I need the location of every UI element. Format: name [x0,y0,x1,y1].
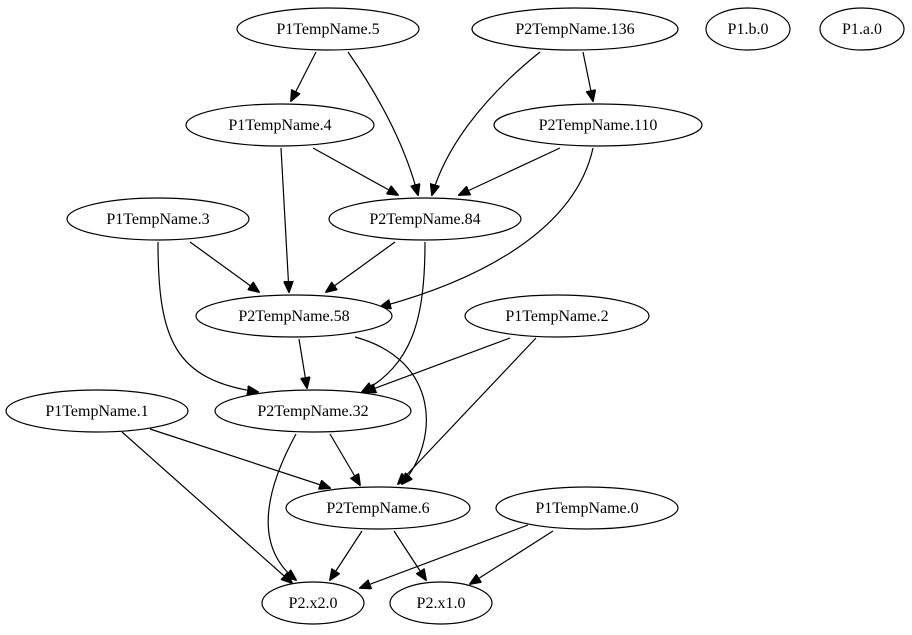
edge-p2-84-to-p2-32 [362,241,426,392]
edge-p2-32-to-p2-6 [329,433,360,485]
edge-p2-84-to-p2-58 [326,241,396,292]
node-label: P1.b.0 [728,21,769,38]
edge-p1-5-to-p1-4 [291,51,317,101]
graph-node: P2.x1.0 [389,581,493,625]
edge-p2-6-to-x2 [330,530,363,580]
node-label: P1TempName.1 [45,403,148,420]
edge-p1-5-to-p2-84 [347,51,418,195]
graph-node: P1.b.0 [705,7,791,51]
edge-p2-110-to-p2-84 [459,147,561,195]
edge-p2-58-to-p2-32 [298,338,307,388]
graph-node: P2TempName.6 [285,486,471,530]
edges-layer [121,51,594,588]
graph-node: P1.a.0 [819,7,905,51]
node-ellipse [389,581,493,625]
node-ellipse [66,197,250,241]
node-label: P2TempName.32 [257,403,368,420]
graph-node: P2TempName.58 [195,294,393,338]
graph-node: P1TempName.4 [185,103,375,147]
edge-p1-3-to-p2-58 [189,241,259,292]
node-label: P2.x2.0 [289,595,338,612]
edge-p2-32-to-x2 [267,433,296,580]
edge-p1-2-to-p2-6 [398,337,537,484]
node-ellipse [5,389,189,433]
edge-p1-0-to-x2 [360,524,529,588]
edge-p2-136-to-p2-110 [582,51,593,101]
node-label: P2.x1.0 [417,595,466,612]
edge-p1-1-to-x2 [121,431,292,583]
node-label: P1TempName.2 [505,308,608,325]
edge-p2-110-to-p2-58 [380,147,594,307]
graph-node: P2.x2.0 [261,581,365,625]
edge-p1-4-to-p2-84 [312,147,398,195]
graph-node: P1TempName.1 [5,389,189,433]
graph-node: P1TempName.0 [495,486,679,530]
edge-p1-3-to-p2-32 [157,241,258,392]
graph-node: P1TempName.3 [66,197,250,241]
graph-node: P2TempName.32 [214,389,412,433]
node-label: P1TempName.5 [276,21,379,38]
node-label: P2TempName.6 [326,500,429,517]
node-ellipse [236,7,420,51]
node-ellipse [471,7,679,51]
graph-node: P2TempName.136 [471,7,679,51]
node-ellipse [819,7,905,51]
node-ellipse [185,103,375,147]
node-label: P1TempName.0 [535,500,638,517]
edge-p2-6-to-x1 [393,530,426,580]
node-label: P2TempName.84 [369,211,480,228]
node-label: P1TempName.3 [106,211,209,228]
node-ellipse [493,103,703,147]
edge-p1-2-to-p2-32 [365,337,511,392]
node-ellipse [495,486,679,530]
node-ellipse [214,389,412,433]
node-ellipse [195,294,393,338]
node-ellipse [328,197,522,241]
node-label: P2TempName.110 [539,117,658,134]
node-ellipse [285,486,471,530]
graph-node: P2TempName.84 [328,197,522,241]
graph-node: P2TempName.110 [493,103,703,147]
node-label: P1TempName.4 [228,117,331,134]
edge-p1-0-to-x1 [470,530,554,584]
node-label: P1.a.0 [842,21,882,38]
node-ellipse [261,581,365,625]
graph-node: P1TempName.5 [236,7,420,51]
node-ellipse [705,7,791,51]
edge-p1-4-to-p2-58 [280,147,289,292]
node-ellipse [464,294,650,338]
edge-p1-1-to-p2-6 [149,428,330,488]
node-label: P2TempName.136 [515,21,634,38]
nodes-layer: P1TempName.5 P2TempName.136 P1.b.0 P1.a.0P1… [5,7,905,625]
node-label: P2TempName.58 [238,308,349,325]
edge-p2-136-to-p2-84 [432,51,541,195]
graph-node: P1TempName.2 [464,294,650,338]
